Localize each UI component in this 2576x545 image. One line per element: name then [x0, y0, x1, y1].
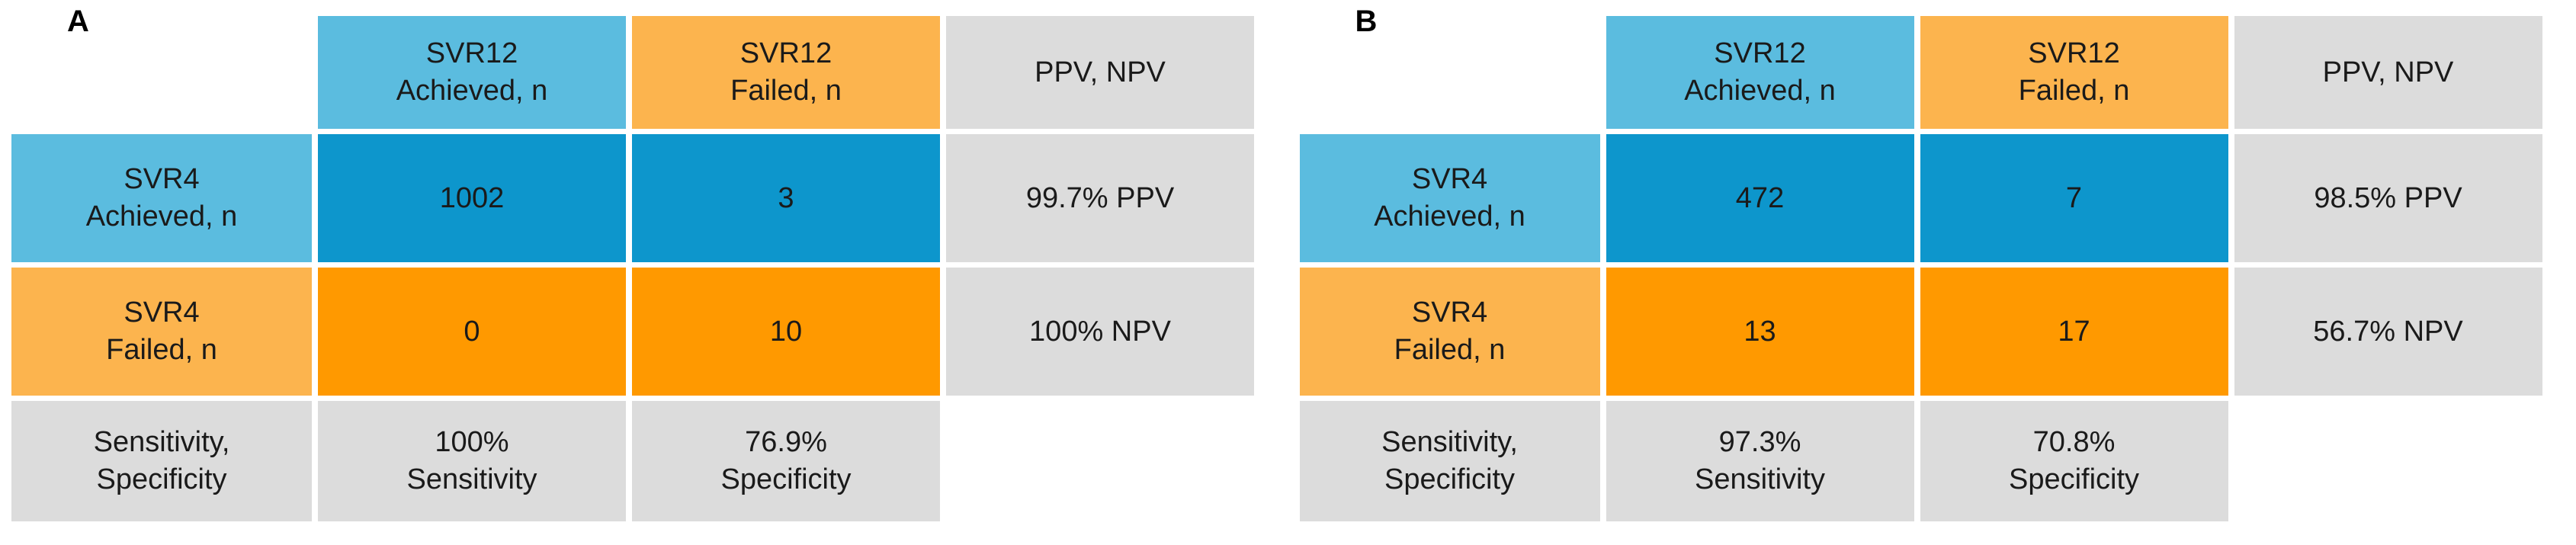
value-sensitivity-line-1: 100% [435, 426, 509, 459]
value-false-positive: 3 [632, 134, 940, 262]
value-npv-line-1: 100% NPV [1029, 315, 1171, 348]
header-svr12-achieved-line-1: SVR12 [425, 37, 518, 70]
value-specificity: 76.9% Specificity [632, 401, 940, 521]
corner-spacer [1300, 16, 1600, 129]
value-ppv: 99.7% PPV [946, 134, 1254, 262]
header-svr12-failed-line-2: Failed, n [730, 75, 842, 107]
value-npv: 56.7% NPV [2234, 268, 2542, 396]
value-true-positive: 472 [1606, 134, 1914, 262]
value-false-positive-line-1: 7 [2065, 181, 2083, 214]
header-ppv-npv-line-1: PPV, NPV [2322, 56, 2454, 88]
header-ppv-npv: PPV, NPV [946, 16, 1254, 129]
panel-label-a: A [67, 5, 89, 38]
rowheader-sensitivity-specificity-line-2: Specificity [1384, 463, 1516, 495]
rowheader-sensitivity-specificity-line-2: Specificity [96, 463, 227, 495]
value-false-negative: 0 [318, 268, 626, 396]
value-false-negative-line-1: 13 [1744, 315, 1776, 348]
header-svr12-failed-line-2: Failed, n [2018, 75, 2130, 107]
value-npv-line-1: 56.7% NPV [2313, 315, 2463, 348]
value-npv: 100% NPV [946, 268, 1254, 396]
value-false-negative: 13 [1606, 268, 1914, 396]
value-true-negative: 10 [632, 268, 940, 396]
rowheader-svr4-achieved-line-1: SVR4 [1411, 163, 1488, 196]
value-ppv: 98.5% PPV [2234, 134, 2542, 262]
value-true-negative: 17 [1920, 268, 2228, 396]
value-sensitivity: 97.3% Sensitivity [1606, 401, 1914, 521]
value-true-negative-line-1: 10 [769, 315, 803, 348]
value-true-negative-line-1: 17 [2058, 315, 2090, 348]
rowheader-svr4-achieved-line-2: Achieved, n [1374, 200, 1525, 232]
value-sensitivity: 100% Sensitivity [318, 401, 626, 521]
trailing-spacer [2234, 401, 2542, 521]
value-specificity: 70.8% Specificity [1920, 401, 2228, 521]
header-svr12-achieved-line-2: Achieved, n [396, 75, 548, 107]
value-specificity-line-1: 70.8% [2032, 426, 2116, 459]
value-true-positive-line-1: 1002 [439, 181, 505, 214]
rowheader-svr4-achieved-line-2: Achieved, n [85, 200, 238, 232]
header-ppv-npv-line-1: PPV, NPV [1035, 56, 1166, 88]
rowheader-sensitivity-specificity-line-1: Sensitivity, [93, 426, 230, 459]
value-sensitivity-line-2: Sensitivity [406, 463, 537, 495]
value-false-negative-line-1: 0 [464, 315, 480, 348]
rowheader-svr4-failed-line-2: Failed, n [106, 334, 217, 366]
value-ppv-line-1: 99.7% PPV [1025, 181, 1175, 214]
value-false-positive-line-1: 3 [778, 181, 794, 214]
header-svr12-achieved-line-1: SVR12 [1714, 37, 1806, 70]
value-specificity-line-1: 76.9% [745, 426, 827, 459]
panel-label-b: B [1355, 5, 1378, 38]
rowheader-svr4-achieved-line-1: SVR4 [124, 163, 200, 196]
value-specificity-line-2: Specificity [720, 463, 852, 495]
header-svr12-achieved-line-2: Achieved, n [1684, 75, 1836, 107]
rowheader-svr4-failed-line-1: SVR4 [1411, 297, 1488, 329]
value-false-positive: 7 [1920, 134, 2228, 262]
rowheader-sensitivity-specificity-line-1: Sensitivity, [1381, 426, 1518, 459]
header-svr12-failed-line-1: SVR12 [2028, 37, 2120, 70]
rowheader-sensitivity-specificity: Sensitivity, Specificity [11, 401, 312, 521]
value-specificity-line-2: Specificity [2008, 463, 2140, 495]
header-svr12-failed-line-1: SVR12 [739, 37, 832, 70]
header-ppv-npv: PPV, NPV [2234, 16, 2542, 129]
rowheader-sensitivity-specificity: Sensitivity, Specificity [1299, 401, 1600, 521]
value-sensitivity-line-2: Sensitivity [1694, 463, 1826, 495]
value-sensitivity-line-1: 97.3% [1718, 426, 1801, 459]
corner-spacer [11, 16, 312, 129]
value-ppv-line-1: 98.5% PPV [2314, 181, 2462, 214]
value-true-positive-line-1: 472 [1735, 181, 1785, 214]
rowheader-svr4-failed-line-2: Failed, n [1394, 334, 1506, 366]
trailing-spacer [946, 401, 1254, 521]
value-true-positive: 1002 [318, 134, 626, 262]
rowheader-svr4-failed-line-1: SVR4 [124, 297, 200, 329]
